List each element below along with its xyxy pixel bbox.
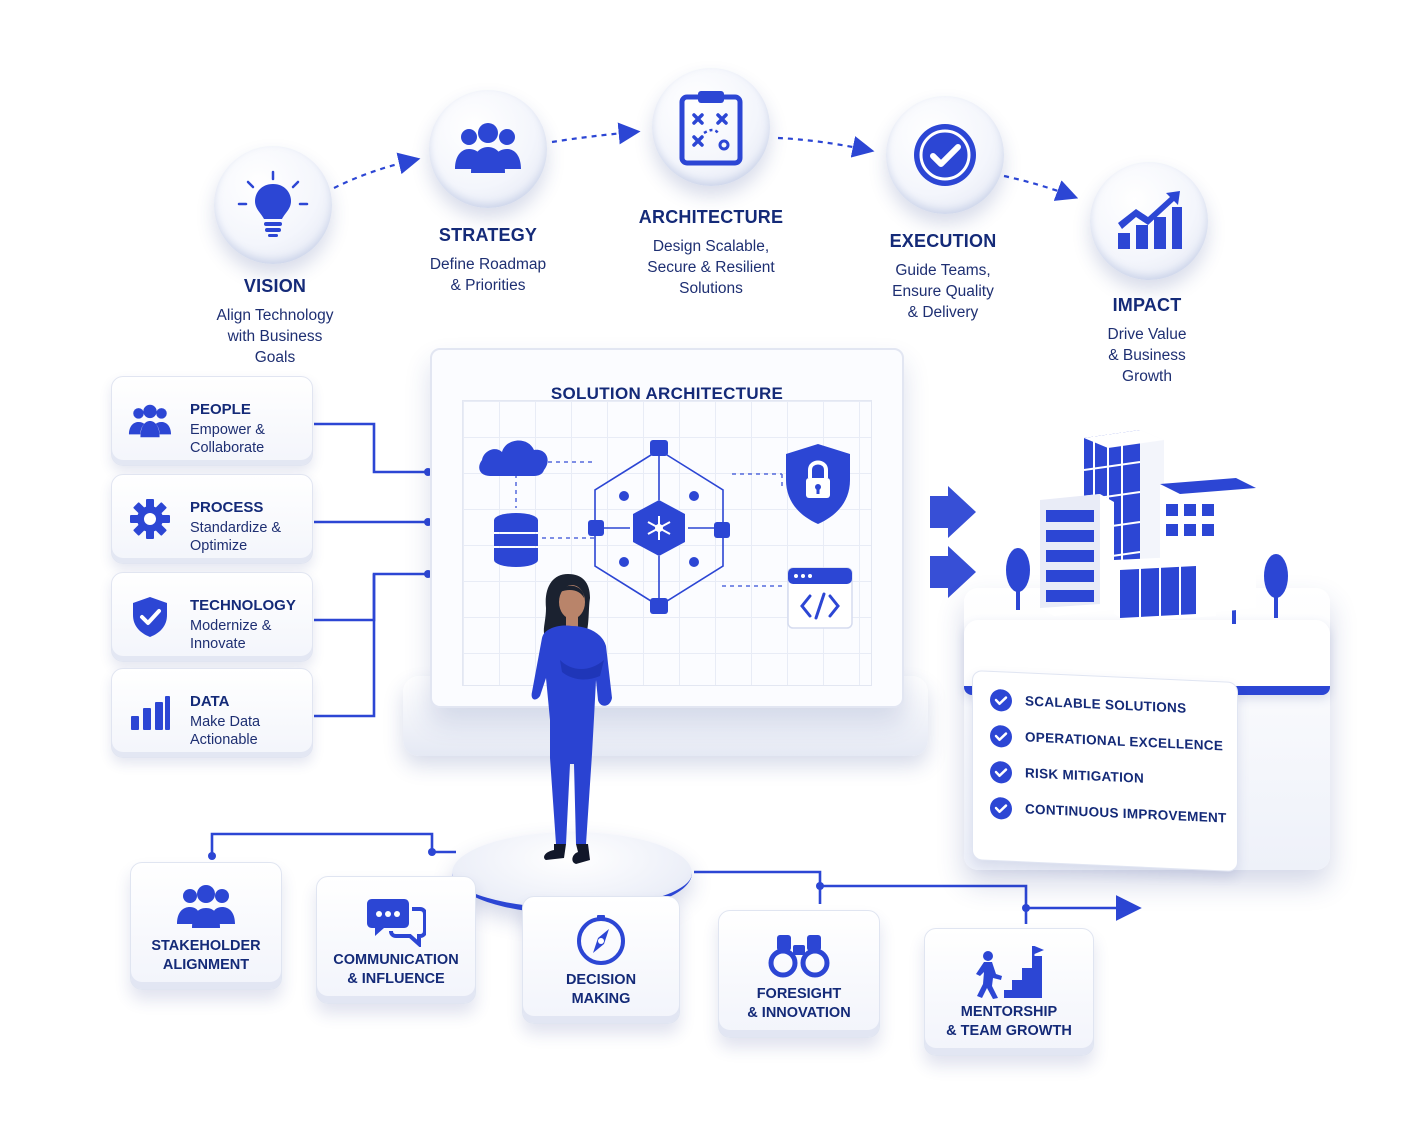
database-icon bbox=[494, 513, 538, 567]
capability-label: STAKEHOLDER ALIGNMENT bbox=[151, 938, 261, 973]
step-title: STRATEGY bbox=[438, 225, 538, 245]
clipboard-plan-icon bbox=[679, 91, 743, 166]
pillar-connector-3 bbox=[314, 572, 428, 622]
capability-decision-making: DECISION MAKING bbox=[522, 896, 680, 1024]
capability-connector-right bbox=[694, 870, 1142, 921]
pillar-title: DATA bbox=[190, 693, 230, 710]
flow-arrow-3 bbox=[777, 136, 875, 158]
pillar-connector-4 bbox=[314, 574, 376, 718]
capability-label: COMMUNICATION & INFLUENCE bbox=[333, 952, 459, 987]
network-nodes bbox=[588, 440, 730, 614]
step-title: EXECUTION bbox=[889, 231, 997, 251]
leader-figure bbox=[531, 574, 612, 864]
capability-connector bbox=[210, 832, 456, 856]
pillar-connector-1 bbox=[314, 422, 428, 474]
outcome-label: SCALABLE SOLUTIONS bbox=[1025, 693, 1187, 716]
execution-disc bbox=[886, 96, 1004, 214]
stakeholder-icon bbox=[177, 885, 235, 928]
flow-arrow-1 bbox=[333, 152, 421, 189]
outcome-label: OPERATIONAL EXCELLENCE bbox=[1025, 729, 1224, 754]
hub-icon bbox=[633, 500, 685, 556]
pillar-title: PEOPLE bbox=[190, 401, 251, 418]
team-icon bbox=[455, 123, 521, 173]
step-title: ARCHITECTURE bbox=[638, 207, 784, 227]
pillar-people: PEOPLE Empower & Collaborate bbox=[111, 376, 313, 466]
pillar-process: PROCESS Standardize & Optimize bbox=[111, 474, 313, 564]
chat-bubbles-icon bbox=[367, 899, 426, 947]
outcome-label: RISK MITIGATION bbox=[1025, 765, 1144, 786]
step-desc: Align Technology with Business Goals bbox=[216, 307, 334, 366]
pillar-desc: Modernize & Innovate bbox=[190, 618, 272, 652]
people-icon bbox=[128, 404, 172, 438]
outcome-arrows bbox=[930, 486, 976, 598]
step-title: VISION bbox=[243, 276, 307, 296]
shield-check-icon bbox=[133, 597, 167, 637]
capability-label: MENTORSHIP & TEAM GROWTH bbox=[946, 1004, 1072, 1039]
impact-disc bbox=[1090, 162, 1208, 280]
flow-arrow-2 bbox=[551, 122, 641, 145]
strategy-disc bbox=[429, 90, 547, 208]
step-architecture: ARCHITECTURE Design Scalable, Secure & R… bbox=[611, 207, 811, 299]
capability-label: DECISION MAKING bbox=[565, 972, 637, 1007]
pillar-desc: Standardize & Optimize bbox=[190, 520, 282, 554]
compass-icon bbox=[577, 915, 625, 965]
check-circle-icon bbox=[990, 725, 1012, 748]
city-buildings bbox=[1006, 430, 1288, 624]
step-desc: Define Roadmap & Priorities bbox=[429, 256, 547, 294]
pillar-title: PROCESS bbox=[190, 499, 264, 516]
capability-label: FORESIGHT & INNOVATION bbox=[747, 986, 851, 1021]
step-desc: Design Scalable, Secure & Resilient Solu… bbox=[647, 238, 775, 297]
check-circle-icon bbox=[990, 689, 1012, 712]
capability-communication: COMMUNICATION & INFLUENCE bbox=[316, 876, 476, 1004]
vision-disc bbox=[214, 146, 332, 264]
check-circle-icon bbox=[990, 797, 1012, 820]
step-execution: EXECUTION Guide Teams, Ensure Quality & … bbox=[843, 231, 1043, 323]
flow-arrow-4 bbox=[1003, 174, 1079, 201]
architecture-diagram bbox=[479, 440, 853, 629]
lightbulb-icon bbox=[237, 170, 309, 237]
step-desc: Guide Teams, Ensure Quality & Delivery bbox=[892, 262, 994, 321]
outcome-label: CONTINUOUS IMPROVEMENT bbox=[1025, 801, 1227, 826]
architecture-disc bbox=[652, 68, 770, 186]
climb-stairs-icon bbox=[976, 946, 1044, 999]
pillar-desc: Make Data Actionable bbox=[190, 714, 261, 748]
pillar-title: TECHNOLOGY bbox=[190, 597, 296, 614]
check-circle-icon bbox=[914, 124, 976, 186]
outcome-list: SCALABLE SOLUTIONS OPERATIONAL EXCELLENC… bbox=[972, 670, 1238, 873]
step-strategy: STRATEGY Define Roadmap & Priorities bbox=[388, 225, 588, 296]
capability-foresight: FORESIGHT & INNOVATION bbox=[718, 910, 880, 1038]
binoculars-icon bbox=[768, 935, 830, 978]
check-circle-icon bbox=[990, 761, 1012, 784]
pillar-desc: Empower & Collaborate bbox=[190, 422, 265, 456]
capability-stakeholder-alignment: STAKEHOLDER ALIGNMENT bbox=[130, 862, 282, 990]
bar-chart-icon bbox=[131, 696, 170, 730]
security-lock-icon bbox=[786, 444, 850, 524]
solution-architecture-board: SOLUTION ARCHITECTURE bbox=[430, 348, 904, 708]
board-title: SOLUTION ARCHITECTURE bbox=[550, 384, 784, 403]
growth-chart-icon bbox=[1118, 191, 1182, 249]
pillar-technology: TECHNOLOGY Modernize & Innovate bbox=[111, 572, 313, 662]
pillar-data: DATA Make Data Actionable bbox=[111, 668, 313, 758]
capability-mentorship: MENTORSHIP & TEAM GROWTH bbox=[924, 928, 1094, 1056]
step-title: IMPACT bbox=[1112, 295, 1182, 315]
gear-icon bbox=[130, 499, 170, 539]
step-vision: VISION Align Technology with Business Go… bbox=[175, 276, 375, 368]
cloud-icon bbox=[479, 440, 548, 476]
step-desc: Drive Value & Business Growth bbox=[1107, 326, 1187, 385]
code-window-icon bbox=[787, 567, 853, 629]
step-impact: IMPACT Drive Value & Business Growth bbox=[1047, 295, 1247, 387]
